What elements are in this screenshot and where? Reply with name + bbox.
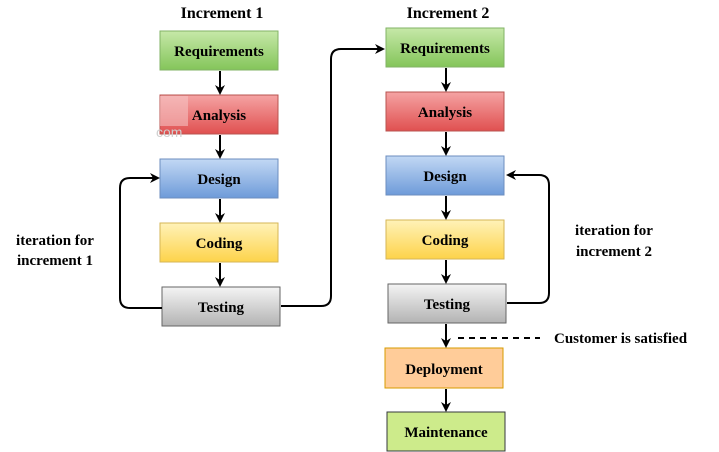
inc1-testing-label: Testing [198, 300, 245, 316]
inc2-requirements-label: Requirements [400, 41, 490, 57]
customer-satisfied-label: Customer is satisfied [554, 331, 688, 347]
inc2-maintenance-label: Maintenance [404, 425, 488, 441]
inc2-testing-label: Testing [424, 297, 471, 313]
inc2-analysis-box: Analysis [385, 91, 505, 132]
inc1-iteration-label-line1: iteration for [16, 233, 94, 249]
inc1-coding-label: Coding [196, 236, 243, 252]
inc2-coding-box: Coding [385, 219, 505, 260]
inc1-testing-box: Testing [161, 286, 281, 327]
watermark: com [156, 96, 188, 140]
inc1-analysis-label: Analysis [192, 108, 246, 124]
inc1-to-inc2-connector [281, 44, 385, 307]
inc2-analysis-label: Analysis [418, 105, 472, 121]
inc1-iteration-label-line2: increment 1 [17, 253, 93, 269]
inc1-design-box: Design [159, 158, 279, 199]
inc1-coding-box: Coding [159, 222, 279, 263]
inc2-deployment-box: Deployment [384, 347, 504, 389]
inc1-iteration-loop [119, 173, 162, 309]
inc2-iteration-label-line1: iteration for [575, 223, 653, 239]
inc2-iteration-loop [506, 170, 550, 304]
inc2-design-box: Design [385, 155, 505, 196]
inc2-testing-box: Testing [387, 283, 507, 324]
increment1-title: Increment 1 [181, 5, 264, 22]
increment2-title: Increment 2 [407, 5, 490, 22]
inc2-iteration-label-line2: increment 2 [576, 244, 652, 260]
inc2-coding-label: Coding [422, 233, 469, 249]
inc2-deployment-label: Deployment [405, 362, 483, 378]
inc2-maintenance-box: Maintenance [386, 411, 506, 452]
inc1-requirements-box: Requirements [159, 30, 279, 71]
watermark-text: com [156, 124, 182, 140]
inc2-requirements-box: Requirements [385, 27, 505, 68]
inc1-design-label: Design [197, 172, 241, 188]
inc2-design-label: Design [423, 169, 467, 185]
inc1-requirements-label: Requirements [174, 44, 264, 60]
